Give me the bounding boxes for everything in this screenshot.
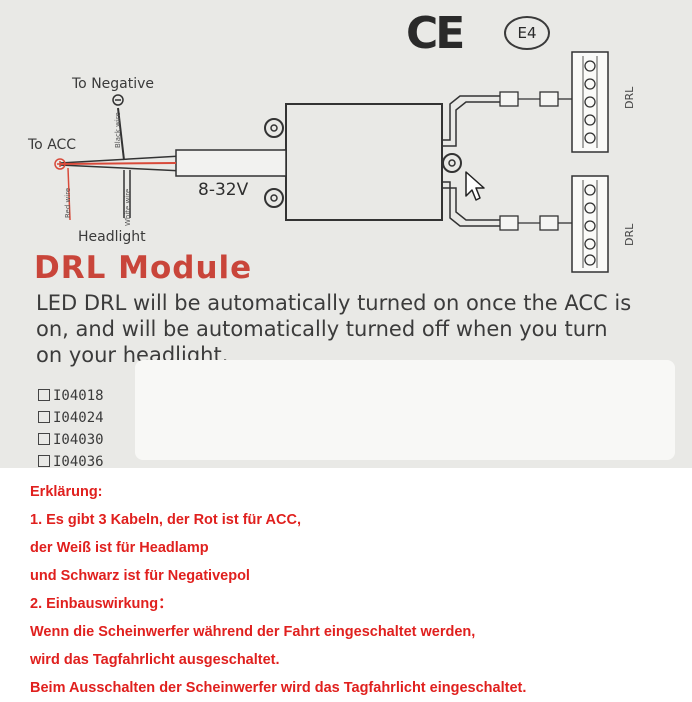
note-line: 2. Einbauswirkung： bbox=[30, 596, 173, 612]
to-negative-label: To Negative bbox=[72, 76, 155, 92]
notes-heading: Erklärung: bbox=[30, 484, 103, 500]
checklist-item: I04024 bbox=[38, 407, 104, 429]
model-code: I04030 bbox=[53, 432, 104, 448]
e4-mark: E4 bbox=[504, 16, 550, 50]
connector-top bbox=[499, 91, 572, 107]
checklist-item: I04030 bbox=[38, 429, 104, 451]
drl-light-bar-bottom bbox=[571, 175, 609, 273]
note-line: Wenn die Scheinwerfer während der Fahrt … bbox=[30, 624, 476, 640]
model-code: I04018 bbox=[53, 388, 104, 404]
mouse-cursor-icon bbox=[465, 171, 485, 201]
model-code: I04024 bbox=[53, 410, 104, 426]
module-description: LED DRL will be automatically turned on … bbox=[36, 290, 676, 368]
checkbox-icon bbox=[38, 389, 50, 401]
to-acc-label: To ACC bbox=[28, 137, 77, 153]
product-label-photo: CE E4 To Negative To ACC Headlight 8-32V… bbox=[0, 0, 692, 468]
ce-mark: CE bbox=[406, 8, 465, 59]
input-cable bbox=[59, 107, 287, 221]
checkbox-icon bbox=[38, 411, 50, 423]
description-line: on, and will be automatically turned off… bbox=[36, 317, 608, 341]
model-checklist: I04018 I04024 I04030 I04036 bbox=[38, 385, 104, 468]
drl-bottom-label: DRL bbox=[623, 223, 636, 246]
checklist-item: I04018 bbox=[38, 385, 104, 407]
note-line: Beim Ausschalten der Scheinwerfer wird d… bbox=[30, 680, 527, 696]
red-wire-label: Red wire bbox=[64, 187, 72, 218]
note-line: der Weiß ist für Headlamp bbox=[30, 540, 209, 556]
voltage-label: 8-32V bbox=[198, 180, 249, 200]
drl-light-bar-top bbox=[571, 51, 609, 153]
negative-terminal-symbol bbox=[112, 94, 124, 106]
description-line: LED DRL will be automatically turned on … bbox=[36, 291, 632, 315]
model-code: I04036 bbox=[53, 454, 104, 468]
wiring-diagram bbox=[54, 51, 609, 273]
acc-terminal-symbol bbox=[54, 158, 66, 170]
note-line: 1. Es gibt 3 Kabeln, der Rot ist für ACC… bbox=[30, 512, 301, 528]
german-notes: Erklärung: 1. Es gibt 3 Kabeln, der Rot … bbox=[30, 478, 680, 702]
note-line: wird das Tagfahrlicht ausgeschaltet. bbox=[30, 652, 280, 668]
module-title: DRL Module bbox=[34, 250, 253, 286]
connector-bottom bbox=[499, 215, 572, 231]
checkbox-icon bbox=[38, 455, 50, 467]
white-wire-label: White wire bbox=[124, 188, 132, 226]
drl-module-box bbox=[264, 103, 462, 221]
drl-top-label: DRL bbox=[623, 86, 636, 109]
output-wires bbox=[442, 95, 500, 227]
black-wire-label: Black wire bbox=[114, 112, 122, 148]
headlight-label: Headlight bbox=[78, 229, 146, 245]
note-line: und Schwarz ist für Negativepol bbox=[30, 568, 250, 584]
checklist-item: I04036 bbox=[38, 451, 104, 468]
label-blank-area bbox=[135, 360, 675, 460]
checkbox-icon bbox=[38, 433, 50, 445]
